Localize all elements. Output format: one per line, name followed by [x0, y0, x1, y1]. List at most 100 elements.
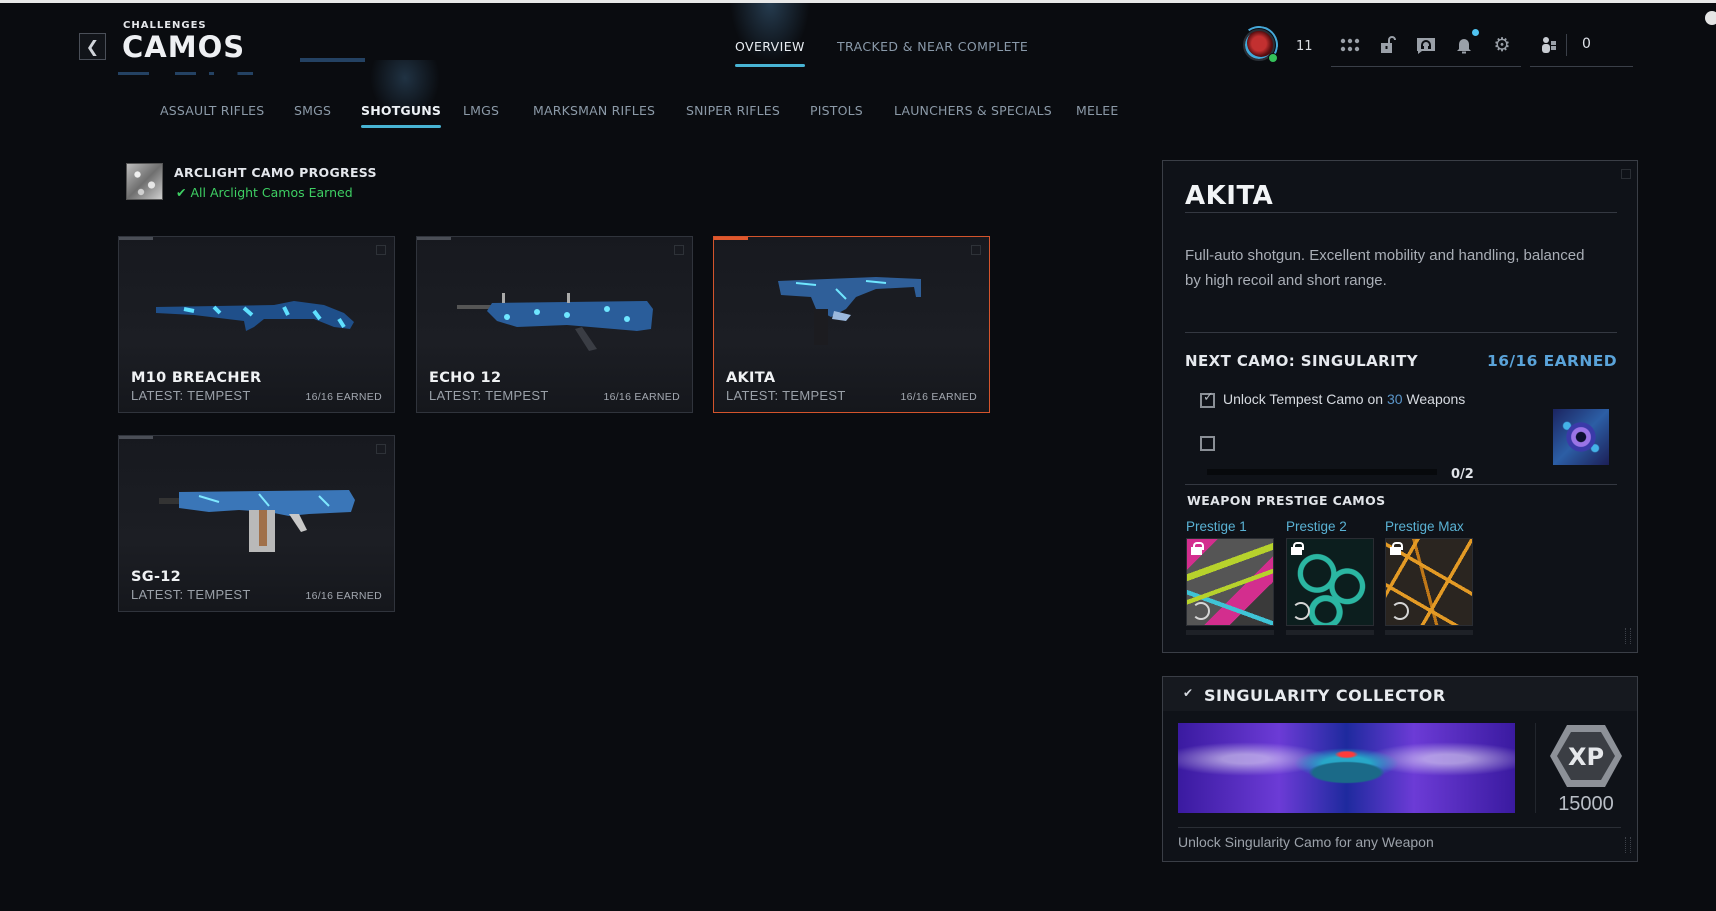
prestige-progress-bar [1286, 630, 1374, 635]
category-sniper-rifles[interactable]: SNIPER RIFLES [686, 103, 781, 118]
challenge-task: Unlock Tempest Camo on 30 Weapons [1223, 391, 1466, 407]
detail-weapon-name: AKITA [1185, 181, 1274, 211]
weapon-detail-panel: AKITA Full-auto shotgun. Excellent mobil… [1162, 160, 1638, 653]
card-progress-bar [119, 237, 153, 240]
latest-camo: LATEST: TEMPEST [429, 388, 549, 403]
divider [1185, 484, 1617, 485]
back-button[interactable]: ❮ [79, 33, 106, 60]
prestige-progress-bar [1385, 630, 1473, 635]
weapon-name: SG-12 [131, 569, 182, 585]
task-progress-count: 0/2 [1451, 467, 1474, 482]
tab-overview[interactable]: OVERVIEW [735, 39, 805, 67]
latest-camo: LATEST: TEMPEST [131, 587, 251, 602]
prestige-camo-swatch [1286, 538, 1374, 626]
category-melee[interactable]: MELEE [1076, 103, 1119, 118]
checkmark-icon: ✔ [176, 185, 187, 200]
scroll-handle-icon[interactable] [1625, 837, 1631, 853]
next-camo-earned: 16/16 EARNED [1487, 352, 1617, 370]
breadcrumb: CHALLENGES [123, 20, 207, 31]
svg-text:XP: XP [1568, 743, 1604, 771]
prestige-progress-bar [1186, 630, 1274, 635]
card-corner-icon [376, 245, 386, 255]
online-status-icon [1268, 53, 1278, 63]
prestige-camo-swatch [1385, 538, 1473, 626]
camos-earned: 16/16 EARNED [900, 391, 977, 403]
unlock-icon[interactable] [1377, 34, 1399, 56]
player-level: 11 [1296, 39, 1313, 54]
hud-divider [1331, 66, 1521, 67]
divider [1178, 827, 1621, 828]
tab-glow [370, 60, 440, 120]
card-corner-icon [971, 245, 981, 255]
prestige-icon [1391, 602, 1409, 620]
tab-label: OVERVIEW [735, 39, 805, 54]
headset-chat-icon[interactable] [1415, 34, 1437, 56]
overlay-close-button[interactable] [1705, 11, 1716, 25]
weapon-name: ECHO 12 [429, 370, 502, 386]
reward-calling-card[interactable] [1178, 723, 1515, 813]
category-marksman-rifles[interactable]: MARKSMAN RIFLES [533, 103, 656, 118]
weapon-image-akita [778, 277, 921, 345]
chevron-left-icon: ❮ [85, 37, 100, 56]
camos-earned: 16/16 EARNED [603, 391, 680, 403]
weapon-card-m10-breacher[interactable]: M10 BREACHER LATEST: TEMPEST 16/16 EARNE… [118, 236, 395, 413]
reward-header: ✔ SINGULARITY COLLECTOR [1163, 677, 1637, 711]
friends-online-count: 0 [1582, 36, 1591, 52]
lock-icon [1291, 542, 1304, 555]
weapon-card-akita[interactable]: AKITA LATEST: TEMPEST 16/16 EARNED [713, 236, 990, 413]
weapon-card-sg-12[interactable]: SG-12 LATEST: TEMPEST 16/16 EARNED [118, 435, 395, 612]
hud-divider [1530, 66, 1633, 67]
card-progress-bar [417, 237, 451, 240]
latest-camo: LATEST: TEMPEST [726, 388, 846, 403]
tab-tracked-near-complete[interactable]: TRACKED & NEAR COMPLETE [837, 39, 1028, 54]
bell-icon[interactable] [1453, 34, 1475, 56]
weapon-card-echo-12[interactable]: ECHO 12 LATEST: TEMPEST 16/16 EARNED [416, 236, 693, 413]
hud-separator [1566, 34, 1567, 56]
scroll-handle-icon[interactable] [1625, 628, 1631, 644]
category-shotguns[interactable]: SHOTGUNS [361, 103, 442, 128]
camos-earned: 16/16 EARNED [305, 391, 382, 403]
weapon-name: AKITA [726, 370, 776, 386]
singularity-camo-preview[interactable] [1553, 409, 1609, 465]
panel-corner-icon [1621, 169, 1631, 179]
arclight-status: ✔All Arclight Camos Earned [176, 185, 353, 200]
prestige-camo-1[interactable]: Prestige 1 [1186, 519, 1275, 635]
weapon-image-sg-12 [159, 490, 355, 552]
card-progress-bar [119, 436, 153, 439]
camos-earned: 16/16 EARNED [305, 590, 382, 602]
next-camo-label: NEXT CAMO: SINGULARITY [1185, 352, 1418, 370]
prestige-camo-2[interactable]: Prestige 2 [1286, 519, 1375, 635]
arclight-camo-icon [126, 163, 163, 200]
card-progress-bar [714, 237, 748, 240]
category-smgs[interactable]: SMGS [294, 103, 332, 118]
apps-grid-icon[interactable] [1339, 34, 1361, 56]
prestige-icon [1192, 602, 1210, 620]
checkmark-icon: ✔ [1183, 686, 1194, 700]
category-assault-rifles[interactable]: ASSAULT RIFLES [160, 103, 265, 118]
prestige-label: Prestige Max [1385, 519, 1464, 534]
prestige-camo-swatch [1186, 538, 1274, 626]
category-launchers-specials[interactable]: LAUNCHERS & SPECIALS [894, 103, 1052, 118]
category-lmgs[interactable]: LMGS [463, 103, 500, 118]
weapon-name: M10 BREACHER [131, 370, 262, 386]
notification-badge [1472, 29, 1479, 36]
divider [1185, 332, 1617, 333]
task-checkbox-unchecked[interactable] [1200, 436, 1215, 451]
lock-icon [1390, 542, 1403, 555]
active-tab-underline [735, 64, 805, 67]
latest-camo: LATEST: TEMPEST [131, 388, 251, 403]
category-pistols[interactable]: PISTOLS [810, 103, 863, 118]
prestige-camo-max[interactable]: Prestige Max [1385, 519, 1474, 635]
prestige-label: Prestige 2 [1286, 519, 1347, 534]
title-decoration [118, 58, 378, 80]
lock-icon [1191, 542, 1204, 555]
active-tab-underline [361, 125, 442, 128]
weapon-image-echo-12 [457, 293, 653, 351]
divider [1535, 723, 1536, 813]
arclight-title: ARCLIGHT CAMO PROGRESS [174, 165, 377, 180]
gear-icon[interactable]: ⚙ [1493, 34, 1511, 56]
task-checkbox-checked[interactable] [1200, 390, 1215, 408]
xp-amount: 15000 [1558, 793, 1614, 815]
friends-icon[interactable] [1538, 34, 1560, 56]
card-corner-icon [674, 245, 684, 255]
